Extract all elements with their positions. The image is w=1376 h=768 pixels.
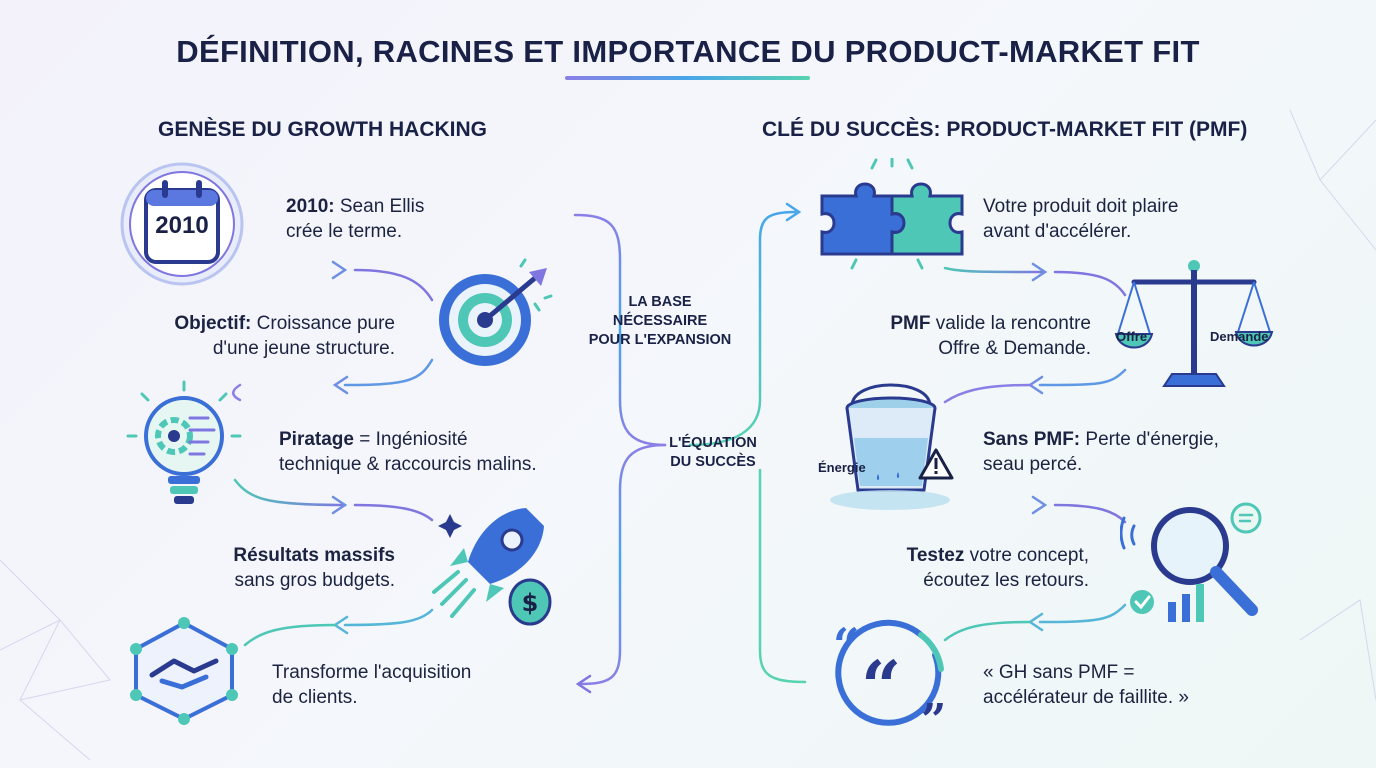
right-item-5-line2: accélérateur de faillite. »	[983, 687, 1189, 708]
leaking-bucket-icon: Énergie	[818, 378, 968, 518]
quote-icon: “ “ ”	[825, 615, 955, 746]
center-label-equation: L'ÉQUATION DU SUCCÈS	[648, 434, 778, 472]
left-item-4: Résultats massifs sans gros budgets.	[100, 543, 395, 593]
scale-label-demande: Demande	[1210, 329, 1269, 344]
svg-text:”: ”	[921, 695, 946, 735]
svg-text:$: $	[522, 589, 539, 617]
left-item-2-line2: d'une jeune structure.	[212, 338, 395, 359]
left-heading: GENÈSE DU GROWTH HACKING	[158, 118, 488, 141]
left-item-4-line2: sans gros budgets.	[234, 570, 395, 591]
left-item-3-line2: technique & raccourcis malins.	[279, 454, 537, 475]
center-label-equation-line1: L'ÉQUATION	[669, 435, 757, 451]
right-item-3-bold: Sans PMF:	[983, 429, 1081, 450]
right-item-5: « GH sans PMF = accélérateur de faillite…	[983, 660, 1189, 710]
right-item-3-line2: seau percé.	[983, 454, 1083, 475]
left-item-2-bold: Objectif:	[174, 313, 252, 334]
left-item-1-bold: 2010:	[286, 196, 335, 217]
left-item-3-line1: = Ingéniosité	[353, 429, 468, 450]
right-item-2: PMF valide la rencontre Offre & Demande.	[790, 311, 1091, 361]
left-item-3-bold: Piratage	[279, 429, 354, 450]
page-title: DÉFINITION, RACINES ET IMPORTANCE DU PRO…	[176, 34, 1200, 69]
right-item-2-bold: PMF	[890, 313, 931, 334]
right-item-1: Votre produit doit plaire avant d'accélé…	[983, 194, 1178, 244]
svg-text:“: “	[833, 618, 859, 672]
handshake-icon	[122, 615, 246, 725]
center-label-base-line2: NÉCESSAIRE	[612, 313, 708, 329]
right-item-1-line1: Votre produit doit plaire	[983, 196, 1179, 217]
lightbulb-icon	[122, 378, 252, 518]
scale-label-offre: Offre	[1116, 329, 1148, 344]
right-item-4-line2: écoutez les retours.	[923, 570, 1089, 591]
left-item-1-line2: crée le terme.	[286, 221, 403, 242]
left-item-1-line1: Sean Ellis	[334, 196, 425, 217]
right-item-5-line1: « GH sans PMF =	[983, 662, 1135, 683]
center-label-base-line3: POUR L'EXPANSION	[588, 332, 732, 348]
left-item-5: Transforme l'acquisition de clients.	[272, 660, 471, 710]
puzzle-icon	[812, 156, 972, 276]
right-item-4-line1: votre concept,	[964, 545, 1089, 566]
right-heading: CLÉ DU SUCCÈS: PRODUCT-MARKET FIT (PMF)	[762, 118, 1248, 141]
right-item-2-line2: Offre & Demande.	[938, 338, 1091, 359]
title-underline	[565, 76, 810, 80]
bucket-label-energie: Énergie	[818, 460, 866, 475]
right-item-1-line2: avant d'accélérer.	[983, 221, 1132, 242]
center-label-base-line1: LA BASE	[628, 294, 692, 310]
right-item-2-line1: valide la rencontre	[930, 313, 1091, 334]
center-label-base: LA BASE NÉCESSAIRE POUR L'EXPANSION	[560, 293, 760, 350]
right-item-3-line1: Perte d'énergie,	[1080, 429, 1219, 450]
right-item-4: Testez votre concept, écoutez les retour…	[790, 543, 1089, 593]
right-item-3: Sans PMF: Perte d'énergie, seau percé.	[983, 427, 1219, 477]
left-item-1: 2010: Sean Ellis crée le terme.	[286, 194, 424, 244]
left-item-2-line1: Croissance pure	[251, 313, 395, 334]
left-item-5-line1: Transforme l'acquisition	[272, 662, 472, 683]
balance-scale-icon: Offre Demande	[1112, 256, 1282, 396]
calendar-icon: 2010	[118, 160, 246, 288]
left-item-2: Objectif: Croissance pure d'une jeune st…	[100, 311, 395, 361]
right-item-4-bold: Testez	[906, 545, 965, 566]
left-item-3: Piratage = Ingéniosité technique & racco…	[279, 427, 537, 477]
center-label-equation-line2: DU SUCCÈS	[670, 454, 756, 470]
left-item-4-bold: Résultats massifs	[233, 545, 395, 566]
rocket-icon: $	[428, 500, 558, 630]
magnifier-chart-icon	[1119, 498, 1270, 628]
calendar-year: 2010	[155, 212, 209, 239]
svg-text:“: “	[861, 645, 901, 728]
target-icon	[425, 258, 555, 368]
left-item-5-line2: de clients.	[272, 687, 358, 708]
